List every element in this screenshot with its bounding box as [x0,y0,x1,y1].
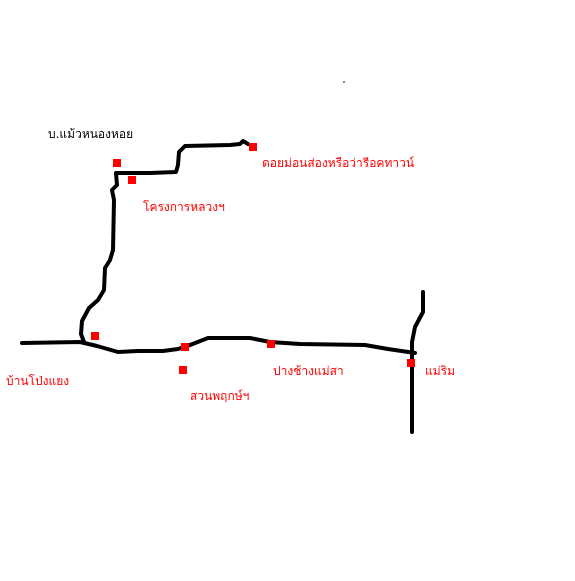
square-marker-icon[interactable] [179,366,187,374]
square-marker-icon[interactable] [113,159,121,167]
label-doi-mon: ดอยม่อนส่องหรือว่ารีอคทาวน์ [262,156,414,170]
square-marker-icon[interactable] [267,340,275,348]
road-north-branch [79,139,250,344]
square-marker-icon[interactable] [249,143,257,151]
label-royal-project: โครงการหลวงฯ [143,200,225,214]
road-main-east-west [20,336,417,355]
label-suan-phruksa: สวนพฤกษ์ฯ [190,389,249,403]
square-marker-icon[interactable] [407,359,415,367]
square-marker-icon[interactable] [128,176,136,184]
label-mae-rim: แม่ริม [425,364,455,378]
label-ban-pong-yaeng: บ้านโป่งแยง [6,374,69,388]
label-ban-maew-nong-hoi: บ.แม้วหนองหอย [48,127,133,141]
road-mae-rim-vertical [410,290,425,434]
label-pang-chang-mae-sa: ปางช้างแม่สา [273,364,344,378]
square-marker-icon[interactable] [91,332,99,340]
square-marker-icon[interactable] [181,343,189,351]
stray-dot [343,81,345,83]
